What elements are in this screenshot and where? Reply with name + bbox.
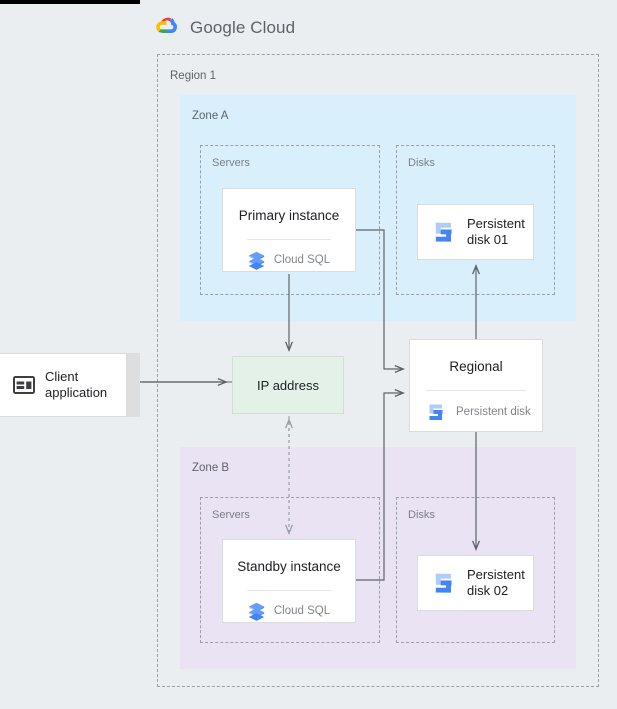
- persistent-disk-02-card[interactable]: Persistent disk 02: [417, 555, 534, 611]
- primary-instance-service: Cloud SQL: [223, 251, 355, 270]
- cloud-sql-icon: [248, 602, 265, 621]
- zone-b-label: Zone B: [192, 462, 230, 474]
- persistent-disk-02-title2: disk 02: [467, 583, 509, 598]
- persistent-disk-02-label: Persistent disk 02: [467, 567, 525, 599]
- region-container: Region 1: [157, 54, 599, 687]
- primary-instance-card[interactable]: Primary instance Cloud SQL: [222, 188, 356, 272]
- standby-instance-service-label: Cloud SQL: [273, 605, 331, 617]
- top-black-bar: [0, 0, 140, 4]
- standby-instance-service: Cloud SQL: [223, 602, 355, 621]
- primary-instance-divider: [247, 238, 331, 240]
- client-application-title: Client: [45, 369, 79, 385]
- persistent-disk-01-label: Persistent disk 01: [467, 216, 525, 248]
- wordmark-cloud: Cloud: [250, 18, 296, 37]
- regional-disk-title: Regional: [449, 359, 503, 374]
- google-cloud-logo: Google Cloud: [155, 15, 295, 41]
- regional-disk-service: Persistent disk: [410, 403, 542, 422]
- group-label-disks-b: Disks: [408, 509, 435, 521]
- persistent-disk-01-title: Persistent: [467, 216, 525, 232]
- client-application-title2: application: [45, 385, 108, 400]
- regional-disk-divider: [426, 389, 526, 391]
- google-cloud-wordmark: Google Cloud: [190, 18, 295, 38]
- standby-instance-card[interactable]: Standby instance Cloud SQL: [222, 539, 356, 623]
- ip-address-label: IP address: [257, 377, 319, 393]
- group-label-servers-b: Servers: [212, 509, 250, 521]
- primary-instance-service-label: Cloud SQL: [273, 254, 331, 266]
- region-label: Region 1: [170, 70, 217, 82]
- persistent-disk-icon: [435, 222, 452, 242]
- persistent-disk-icon: [429, 404, 443, 420]
- persistent-disk-icon: [435, 573, 452, 593]
- group-label-servers-a: Servers: [212, 157, 250, 169]
- persistent-disk-01-title2: disk 01: [467, 232, 509, 247]
- regional-disk-card[interactable]: Regional Persistent disk: [409, 339, 543, 432]
- regional-disk-service-label: Persistent disk: [456, 406, 531, 418]
- standby-instance-title: Standby instance: [237, 559, 341, 574]
- primary-instance-title: Primary instance: [238, 208, 340, 223]
- zone-a-label: Zone A: [192, 110, 229, 122]
- persistent-disk-02-title: Persistent: [467, 567, 525, 583]
- client-application-icon: [13, 376, 35, 394]
- wordmark-google: Google: [190, 18, 246, 37]
- client-application-card[interactable]: Client application: [0, 353, 127, 417]
- google-cloud-logo-icon: [156, 17, 177, 34]
- group-servers-zone-a: Servers: [200, 145, 380, 295]
- cloud-sql-icon: [248, 251, 265, 270]
- client-application-label: Client application: [45, 369, 107, 401]
- persistent-disk-01-card[interactable]: Persistent disk 01: [417, 204, 534, 260]
- standby-instance-divider: [247, 589, 331, 591]
- ip-address-card[interactable]: IP address: [232, 356, 344, 414]
- group-label-disks-a: Disks: [408, 157, 435, 169]
